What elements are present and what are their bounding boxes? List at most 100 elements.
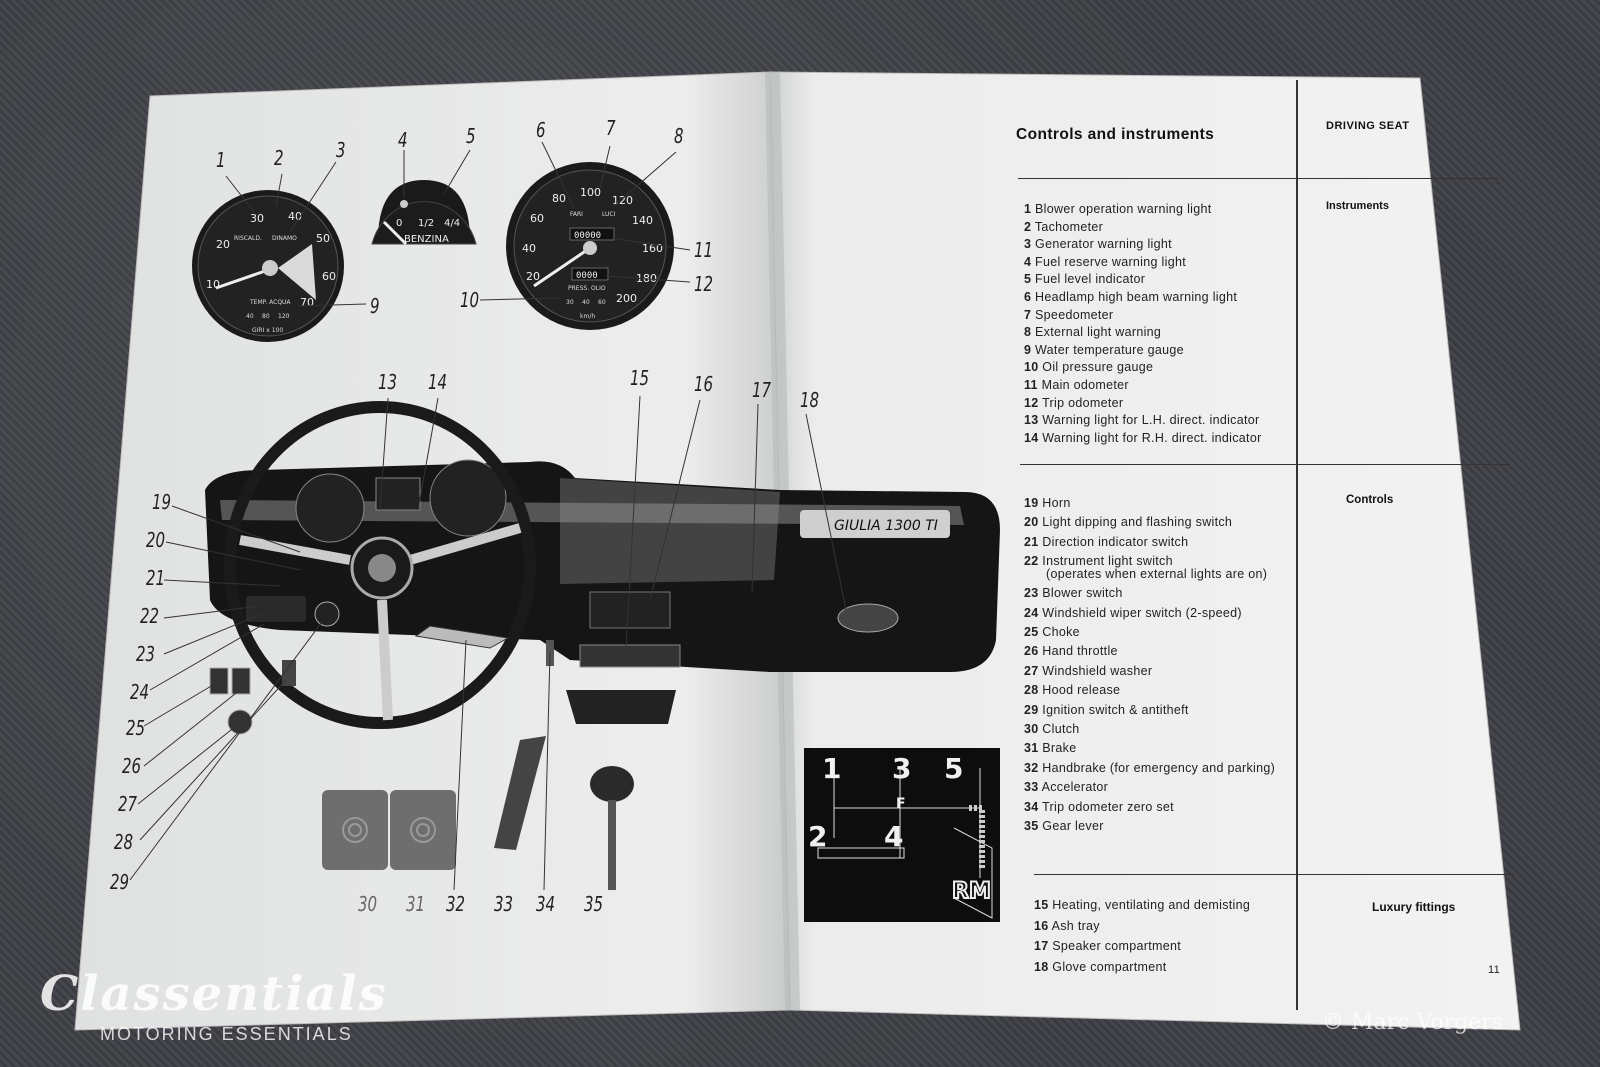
hand-throttle-pull [231,667,251,695]
gear-1-label: 1 [822,752,841,785]
list-item: 3 Generator warning light [1024,237,1172,251]
dash-badge: GIULIA 1300 TI [834,518,938,534]
fuel-label: BENZINA [404,234,449,245]
tachometer-gauge: 10 20 30 40 50 60 70 RISCALD. DINAMO TEM… [192,190,344,342]
item-number: 1 [1024,202,1032,216]
item-text: Glove compartment [1052,959,1167,974]
fuel-gauge: 0 1/2 4/4 BENZINA [371,180,477,246]
item-number: 25 [1024,625,1039,639]
item-text: External light warning [1035,325,1162,340]
clutch-pedal [322,790,388,870]
item-number: 15 [1034,898,1049,912]
steering-wheel [224,401,536,729]
main-odometer [569,227,615,241]
item-number: 5 [1024,272,1032,287]
list-item: 7 Speedometer [1024,308,1113,322]
speedo-small-label: 40 [582,299,590,306]
item-text: Headlamp high beam warning light [1035,290,1238,304]
list-item: 31 Brake [1024,741,1076,755]
alfa-badge-icon [368,554,396,582]
item-text: Ash tray [1051,918,1100,933]
brake-pedal [390,790,456,870]
item-text: Windshield wiper switch (2-speed) [1042,605,1242,620]
callout-24: 24 [130,680,150,704]
ash-tray [589,591,671,629]
header-rule [1018,178,1498,179]
list-item: 6 Headlamp high beam warning light [1024,290,1237,304]
item-text: Hand throttle [1042,644,1118,659]
list-item: 28 Hood release [1024,683,1120,697]
tacho-tick-label: 50 [316,232,330,245]
item-text: Generator warning light [1035,237,1172,252]
speedo-tick-label: 140 [632,214,653,227]
callout-7: 7 [606,116,616,140]
trip-odometer [571,267,609,281]
callout-34: 34 [536,892,556,916]
callout-20: 20 [146,528,166,552]
column-divider [1296,80,1298,1010]
dashboard-panel: GIULIA 1300 TI [205,459,1000,724]
tacho-tick-label: 20 [216,238,230,251]
item-text: Horn [1042,496,1071,510]
list-item-continuation: (operates when external lights are on) [1046,566,1268,581]
item-number: 12 [1024,395,1039,410]
gear-shift-diagram: 1 3 5 2 4 RM F [804,748,1000,922]
item-text: Hood release [1042,683,1121,698]
list-item: 27 Windshield washer [1024,664,1152,678]
item-text: Ignition switch & antitheft [1042,702,1189,717]
item-text: Warning light for L.H. direct. indicator [1042,413,1260,428]
section-header: DRIVING SEAT [1326,120,1410,132]
gear-2-label: 2 [808,820,827,853]
fuel-mark: 1/2 [418,218,434,229]
item-number: 13 [1024,413,1039,428]
list-item: 19 Horn [1024,496,1071,510]
list-item: 9 Water temperature gauge [1024,343,1184,357]
list-item: 5 Fuel level indicator [1024,272,1145,286]
item-number: 26 [1024,644,1039,659]
list-item: 34 Trip odometer zero set [1024,800,1174,814]
reverse-path-arrow [969,805,985,868]
tacho-red-zone [278,244,316,300]
item-number: 21 [1024,534,1039,549]
callout-31: 31 [406,892,426,916]
heater-controls [579,644,681,668]
callout-21: 21 [146,566,166,590]
hood-release [282,660,296,686]
item-text: Main odometer [1041,378,1129,392]
item-text: Fuel reserve warning light [1035,254,1186,269]
list-item: 26 Hand throttle [1024,644,1118,658]
copyright-watermark: © Marc Vorgers [1322,1010,1504,1035]
speedo-tick-label: 20 [526,270,540,283]
speedo-small-label: 60 [598,299,606,306]
list-item: 11 Main odometer [1024,378,1129,392]
item-text: Trip odometer [1042,395,1124,410]
item-number: 23 [1024,586,1039,601]
callout-15: 15 [630,366,650,390]
list-item: 8 External light warning [1024,325,1161,339]
item-number: 33 [1024,780,1039,795]
fuel-mark: 4/4 [444,218,460,229]
callout-14: 14 [428,370,448,394]
list-item: 4 Fuel reserve warning light [1024,255,1186,269]
list-item: 17 Speaker compartment [1034,939,1181,953]
item-number: 31 [1024,741,1039,756]
tacho-small-label: DINAMO [272,235,297,242]
callout-3: 3 [336,138,346,162]
speedo-small-label: PRESS. OLIO [568,285,606,292]
list-item: 13 Warning light for L.H. direct. indica… [1024,413,1259,427]
gear-3-label: 3 [892,752,911,785]
brand-watermark: Classentials [40,966,388,1022]
item-number: 35 [1024,819,1039,833]
callout-35: 35 [584,892,604,916]
speedo-tick-label: 100 [580,186,601,199]
callout-17: 17 [752,378,772,402]
callout-8: 8 [674,124,684,148]
speedo-tick-label: 80 [552,192,566,205]
item-number: 22 [1024,554,1039,569]
item-number: 16 [1034,918,1049,933]
tacho-tick-label: 10 [206,278,220,291]
list-item: 32 Handbrake (for emergency and parking) [1024,761,1275,775]
tacho-tick-label: 60 [322,270,336,283]
list-item: 35 Gear lever [1024,819,1104,833]
